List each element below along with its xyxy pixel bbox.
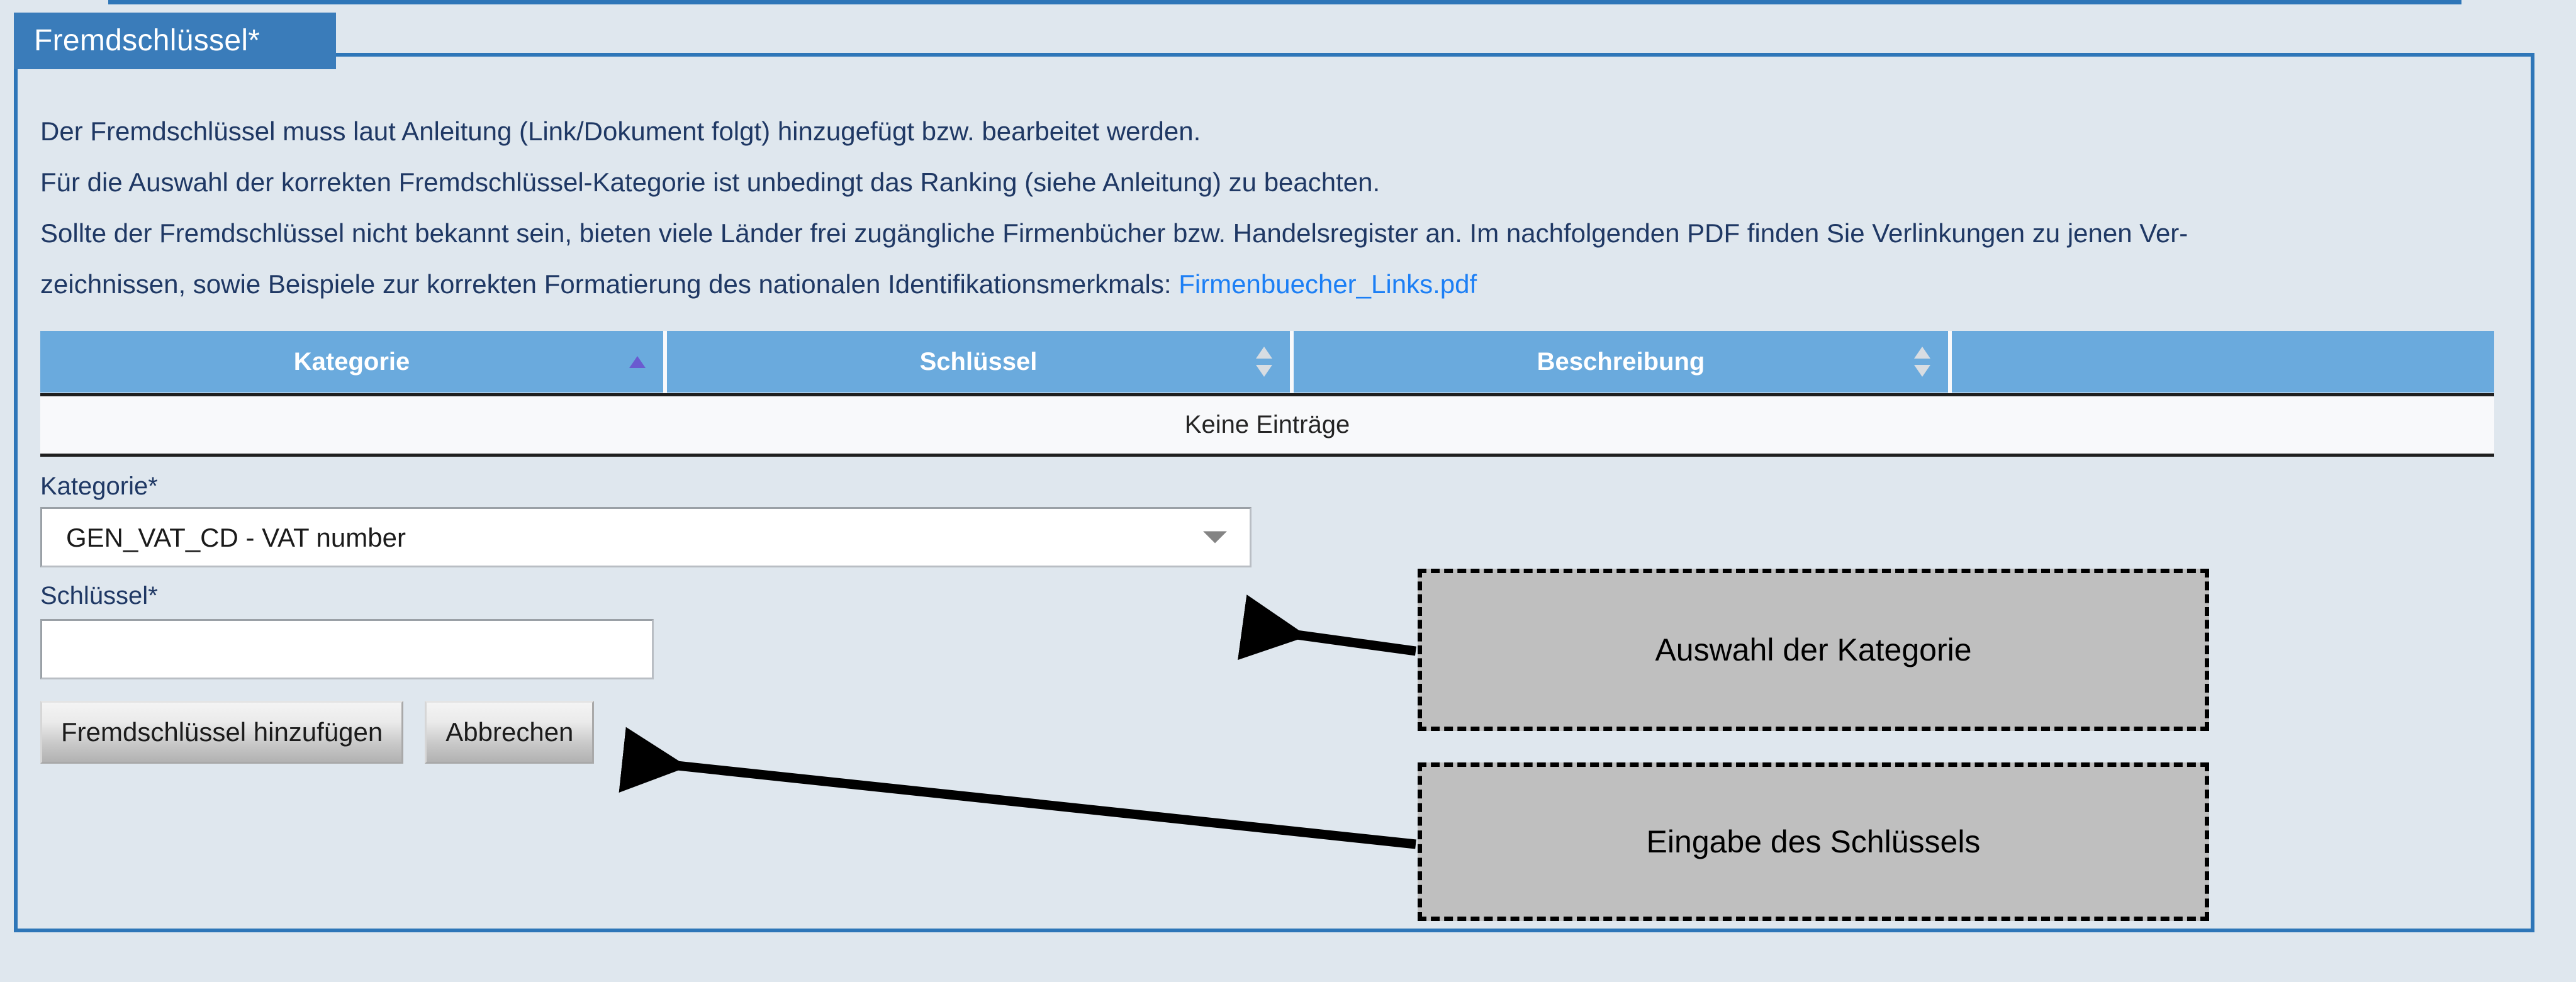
table-empty-row: Keine Einträge	[40, 396, 2494, 457]
column-header-schluessel[interactable]: Schlüssel	[667, 331, 1290, 393]
schluessel-label: Schlüssel*	[40, 582, 158, 610]
kategorie-select-value: GEN_VAT_CD - VAT number	[66, 523, 406, 552]
annotation-kategorie-label: Auswahl der Kategorie	[1655, 632, 1972, 667]
table-header-row: Kategorie Schlüssel Beschreibung	[40, 331, 2494, 396]
annotation-kategorie: Auswahl der Kategorie	[1418, 569, 2209, 731]
cancel-button[interactable]: Abbrechen	[425, 701, 595, 764]
column-header-schluessel-label: Schlüssel	[919, 347, 1038, 376]
table-empty-message: Keine Einträge	[1184, 411, 1350, 438]
fremdschluessel-form: Kategorie* GEN_VAT_CD - VAT number Schlü…	[40, 469, 2509, 764]
intro-line-2: Für die Auswahl der korrekten Fremdschlü…	[40, 167, 1380, 197]
fremdschluessel-panel: Der Fremdschlüssel muss laut Anleitung (…	[14, 53, 2534, 932]
panel-body: Der Fremdschlüssel muss laut Anleitung (…	[18, 57, 2531, 929]
firmenbuecher-links-pdf-link[interactable]: Firmenbuecher_Links.pdf	[1179, 269, 1477, 299]
column-header-actions	[1952, 331, 2494, 393]
column-header-kategorie[interactable]: Kategorie	[40, 331, 663, 393]
sort-toggle-icon[interactable]	[1914, 347, 1930, 377]
fremdschluessel-table: Kategorie Schlüssel Beschreibung Keine E…	[40, 331, 2494, 457]
annotation-schluessel: Eingabe des Schlüssels	[1418, 762, 2209, 921]
intro-line-1: Der Fremdschlüssel muss laut Anleitung (…	[40, 116, 1201, 146]
intro-line-4-text: zeichnissen, sowie Beispiele zur korrekt…	[40, 269, 1179, 299]
top-divider	[108, 0, 2461, 4]
schluessel-input[interactable]	[40, 619, 654, 679]
column-header-beschreibung-label: Beschreibung	[1537, 347, 1705, 376]
chevron-down-icon[interactable]	[1203, 531, 1227, 544]
add-fremdschluessel-button[interactable]: Fremdschlüssel hinzufügen	[40, 701, 404, 764]
panel-legend: Fremdschlüssel*	[14, 13, 336, 69]
column-header-kategorie-label: Kategorie	[293, 347, 410, 376]
intro-text: Der Fremdschlüssel muss laut Anleitung (…	[40, 106, 2509, 310]
annotation-schluessel-label: Eingabe des Schlüssels	[1646, 824, 1981, 859]
sort-ascending-icon[interactable]	[629, 347, 646, 377]
sort-toggle-icon[interactable]	[1256, 347, 1272, 377]
form-button-row: Fremdschlüssel hinzufügen Abbrechen	[40, 701, 2509, 764]
intro-line-4: zeichnissen, sowie Beispiele zur korrekt…	[40, 259, 2509, 310]
kategorie-label: Kategorie*	[40, 472, 158, 500]
column-header-beschreibung[interactable]: Beschreibung	[1294, 331, 1948, 393]
kategorie-select[interactable]: GEN_VAT_CD - VAT number	[40, 507, 1252, 567]
intro-line-3: Sollte der Fremdschlüssel nicht bekannt …	[40, 218, 2188, 248]
